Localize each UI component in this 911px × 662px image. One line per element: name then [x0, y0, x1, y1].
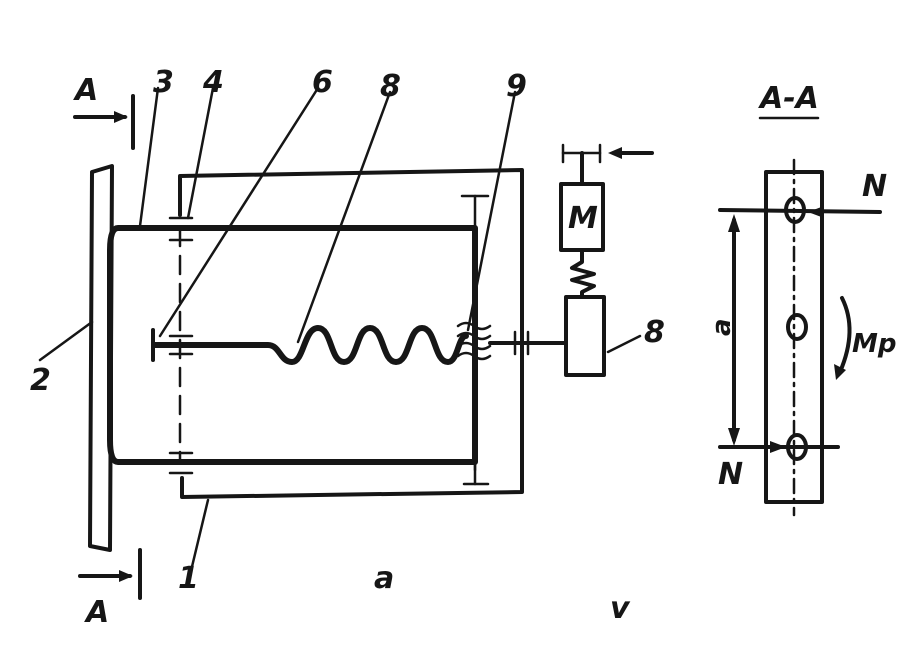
part-label-2: 2: [30, 363, 51, 398]
section-label-bottom: A: [84, 595, 109, 630]
section-holes: [784, 196, 808, 461]
caption-v: v: [610, 591, 631, 626]
lead-screw-part-8: [152, 325, 469, 365]
part-label-6: 6: [312, 65, 333, 100]
dimension-a: [728, 214, 740, 446]
section-title: A-A: [758, 81, 819, 116]
part-label-1: 1: [178, 561, 199, 596]
leader-lines: [38, 86, 642, 577]
coupling-shaft: [488, 330, 567, 356]
part-label-8-gearbox: 8: [644, 315, 665, 350]
force-label-bottom: N: [718, 457, 743, 492]
part-label-3: 3: [153, 65, 174, 100]
spring-coupling: [570, 250, 596, 299]
section-arrow-bottom: [78, 548, 142, 600]
moment-arc: [838, 296, 852, 374]
dimension-a-label: a: [707, 318, 737, 336]
part-label-8-screw: 8: [380, 69, 401, 104]
housing-part-1: [178, 168, 524, 499]
force-label-top: N: [862, 169, 887, 204]
motor-label: M: [568, 201, 598, 236]
plate-part-2: [88, 164, 114, 552]
nut-part-9: [456, 321, 492, 361]
force-arrow-top: [718, 206, 882, 218]
section-arrow-top: [73, 94, 135, 150]
part-label-9: 9: [506, 69, 527, 104]
motor-brake: [561, 143, 654, 186]
gearbox-part-8: [564, 295, 606, 377]
force-arrow-bottom: [718, 441, 840, 453]
frame-part-3: [107, 225, 478, 465]
section-label-top: A: [73, 73, 98, 108]
caption-a: a: [374, 561, 394, 596]
moment-label: Mp: [852, 329, 896, 359]
part-label-4: 4: [202, 65, 224, 100]
